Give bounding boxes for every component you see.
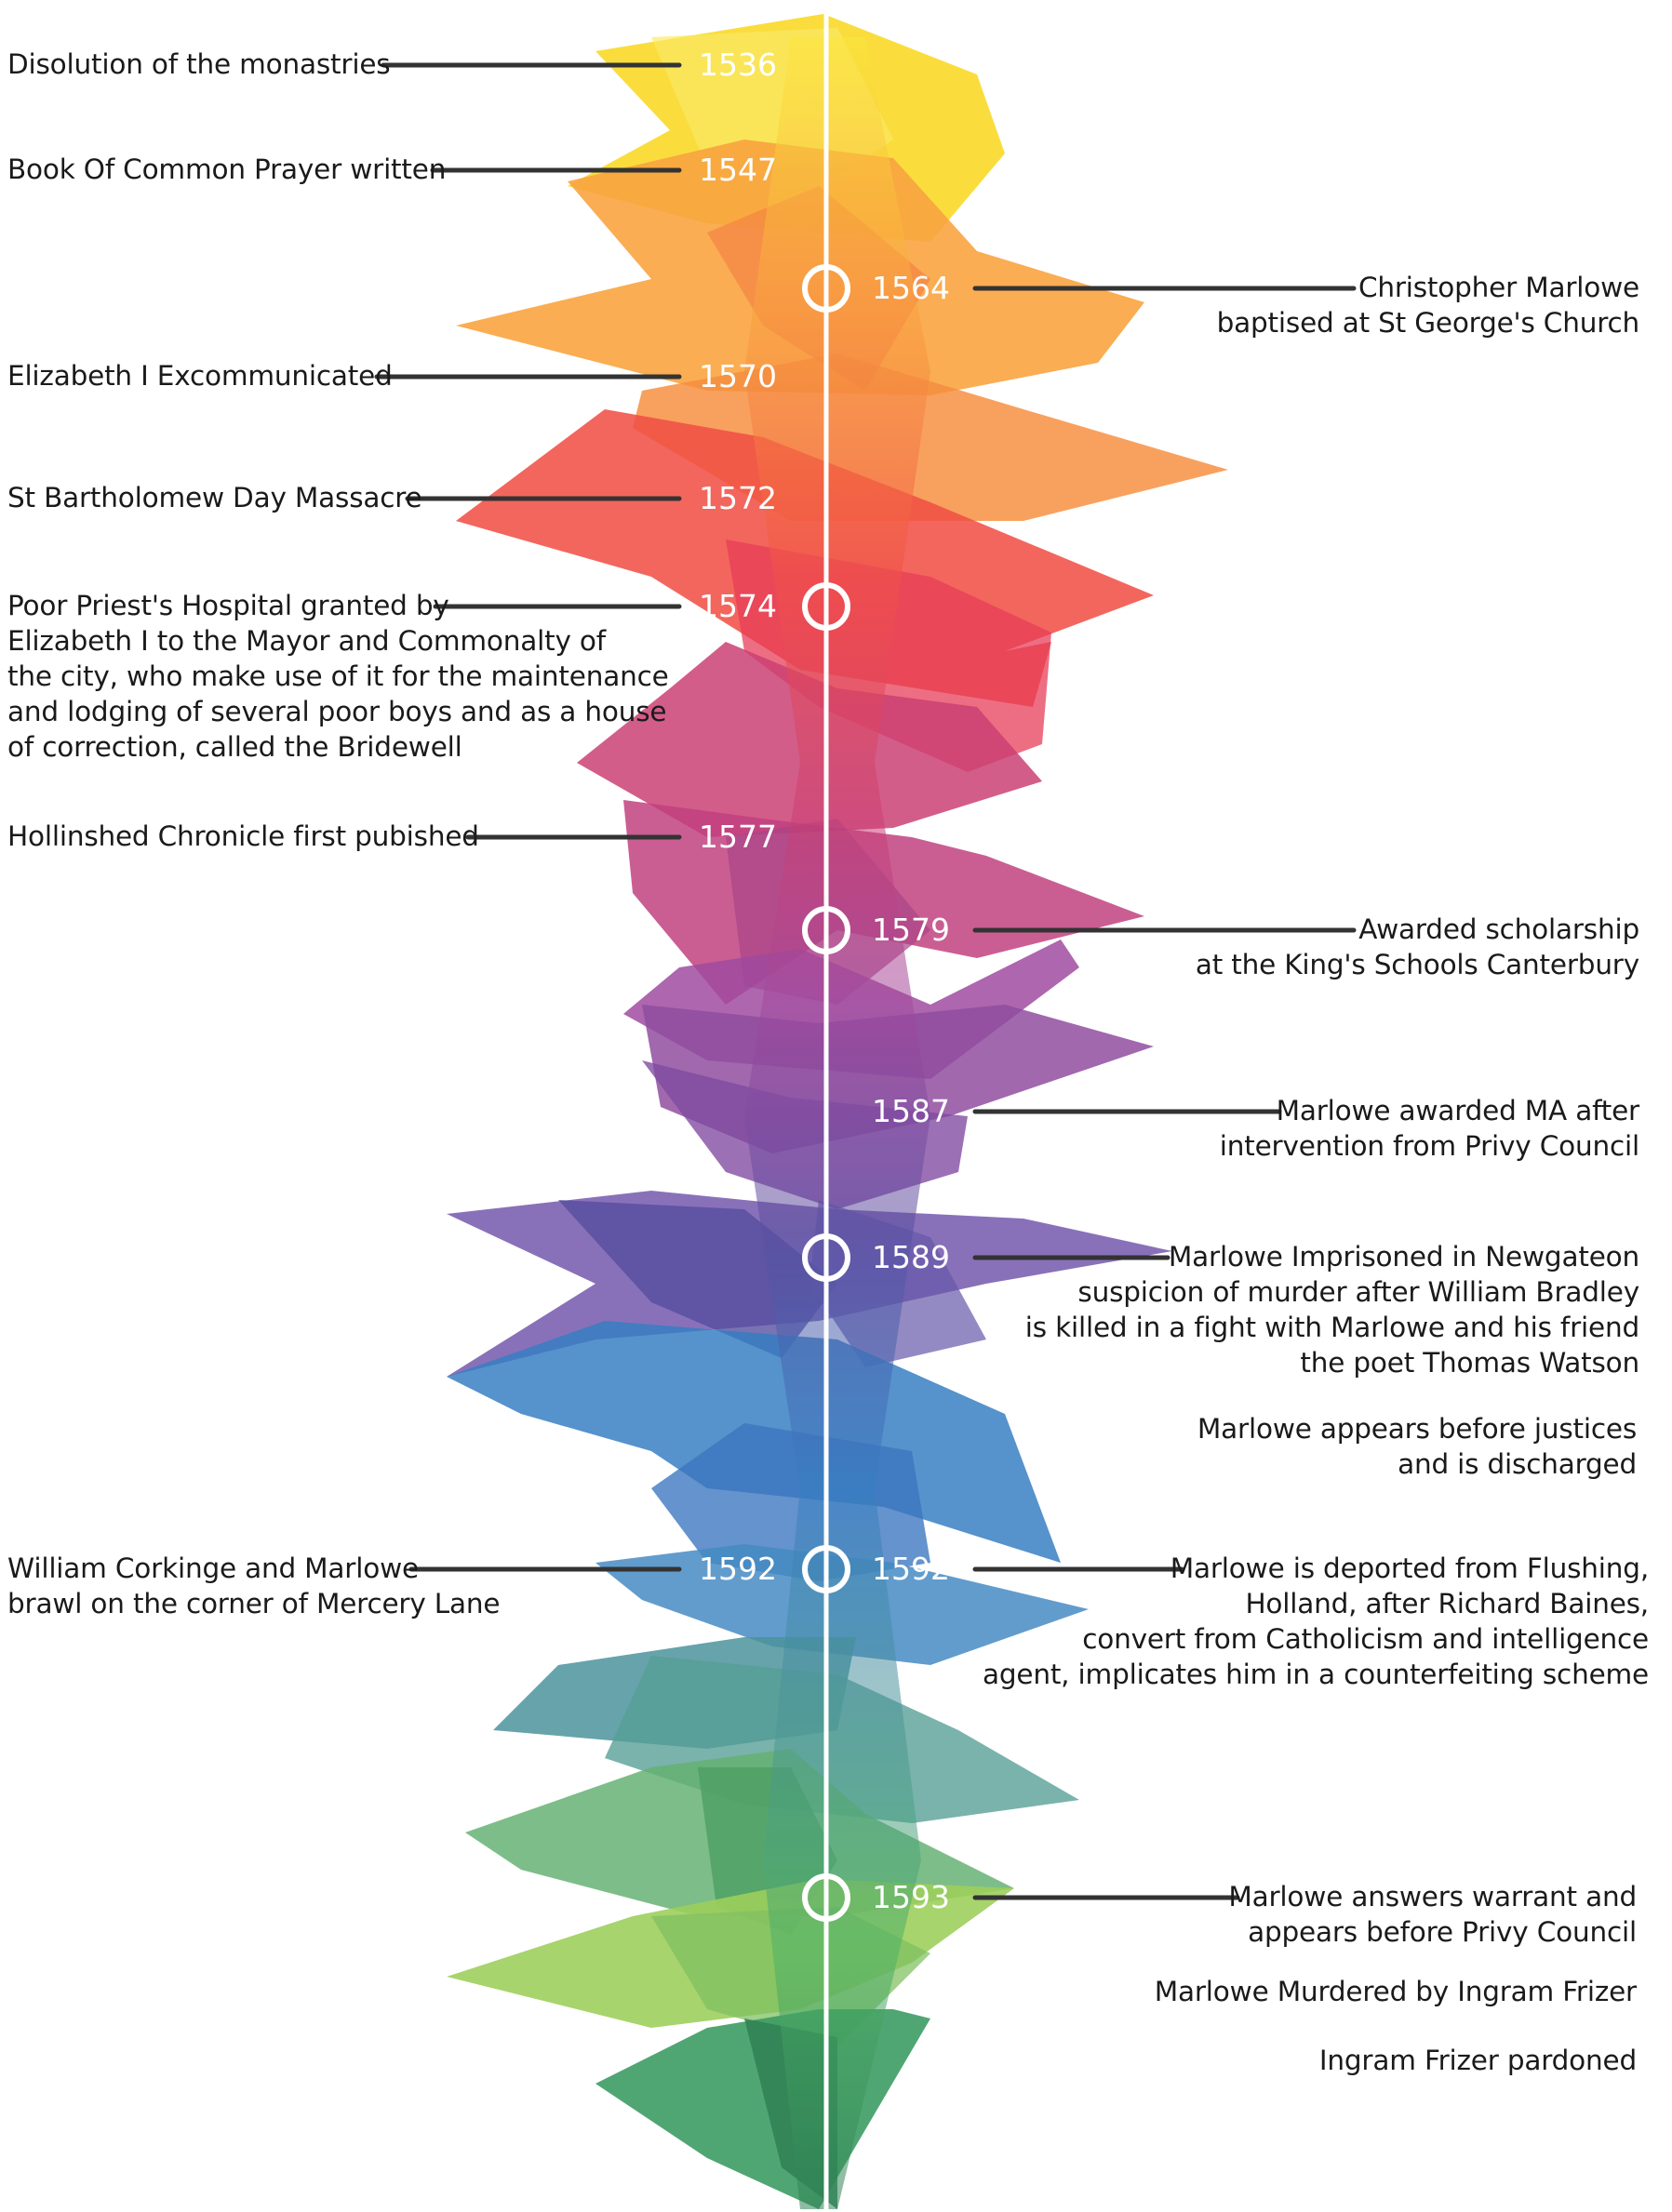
event-label: Marlowe answers warrant and appears befo… xyxy=(1228,1881,1637,1948)
year-label: 1547 xyxy=(699,152,777,188)
marker-circle xyxy=(802,906,850,954)
event-label: Christopher Marlowe baptised at St Georg… xyxy=(1216,272,1640,339)
shard xyxy=(744,37,930,2209)
marker-circle xyxy=(802,264,850,313)
event-label: Hollinshed Chronicle first pubished xyxy=(7,820,479,852)
event-label: Marlowe is deported from Flushing, Holla… xyxy=(982,1552,1649,1690)
year-label: 1592 xyxy=(872,1551,950,1587)
event-label: Ingram Frizer pardoned xyxy=(1318,2045,1637,2076)
event-label: St Bartholomew Day Massacre xyxy=(7,482,422,513)
event-label: Marlowe Imprisoned in Newgateon suspicio… xyxy=(1024,1241,1639,1379)
marker-circle xyxy=(802,1873,850,1922)
year-label: 1536 xyxy=(699,47,777,83)
year-label: 1577 xyxy=(699,819,777,855)
year-label: 1593 xyxy=(872,1879,950,1915)
event-label: Marlowe Murdered by Ingram Frizer xyxy=(1154,1976,1637,2007)
year-label: 1579 xyxy=(872,912,950,948)
event-label: Poor Priest's Hospital granted by Elizab… xyxy=(7,590,669,763)
marker-circle xyxy=(802,1233,850,1282)
event-label: Marlowe awarded MA after intervention fr… xyxy=(1219,1095,1639,1162)
event-label: William Corkinge and Marlowe brawl on th… xyxy=(7,1552,501,1619)
year-label: 1572 xyxy=(699,480,777,516)
event-label: Book Of Common Prayer written xyxy=(7,153,447,185)
marker-circle xyxy=(802,582,850,631)
decorative-shards xyxy=(447,14,1228,2209)
event-label: Disolution of the monastries xyxy=(7,48,391,80)
year-label: 1589 xyxy=(872,1239,950,1275)
marker-circle xyxy=(802,1545,850,1593)
year-label: 1570 xyxy=(699,358,777,394)
event-label: Elizabeth I Excommunicated xyxy=(7,360,393,392)
year-label: 1574 xyxy=(699,588,777,624)
event-label: Marlowe appears before justices and is d… xyxy=(1197,1413,1637,1480)
event-label: Awarded scholarship at the King's School… xyxy=(1195,913,1639,980)
year-label: 1564 xyxy=(872,270,950,306)
connector-lines xyxy=(374,62,1357,1900)
year-markers xyxy=(802,264,850,1922)
year-label: 1587 xyxy=(872,1093,950,1129)
year-label: 1592 xyxy=(699,1551,777,1587)
